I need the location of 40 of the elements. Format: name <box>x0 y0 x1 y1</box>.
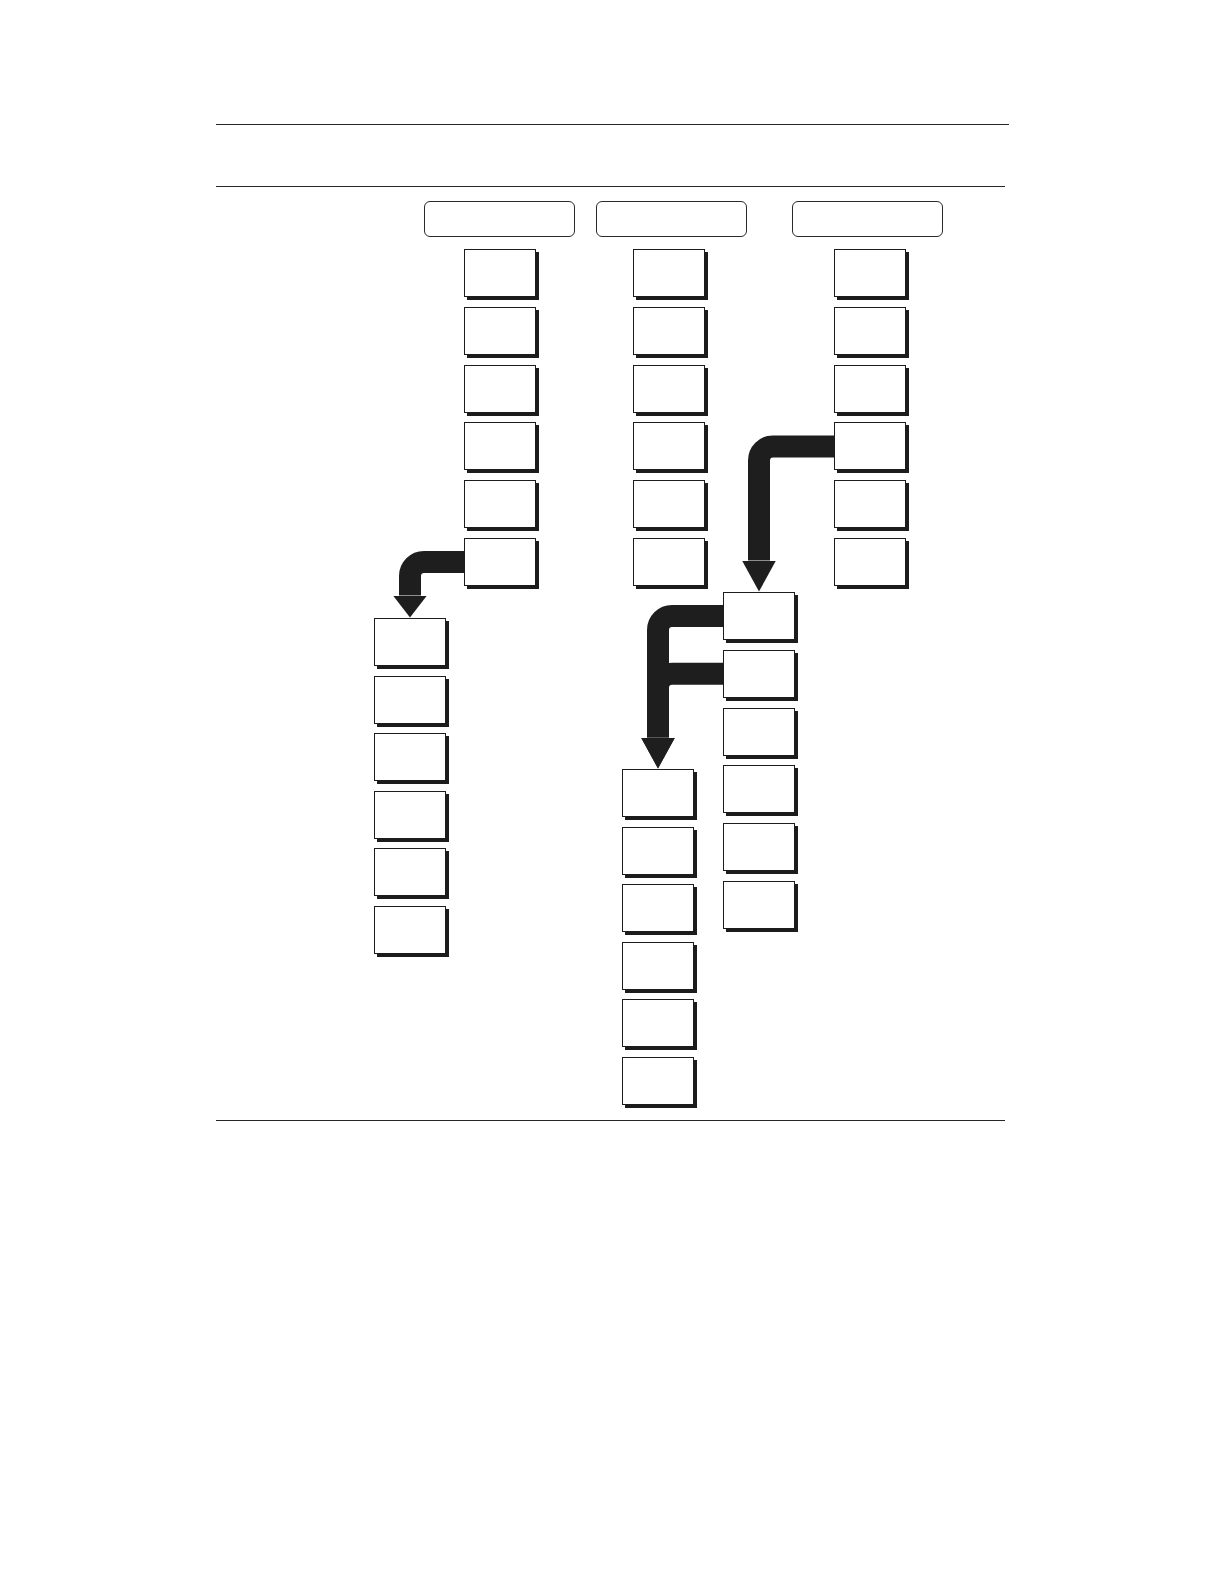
empty-key-box <box>622 769 694 817</box>
empty-key-box <box>834 364 906 413</box>
empty-key-box <box>633 480 705 529</box>
empty-key-box <box>633 538 705 586</box>
empty-key-box <box>633 249 705 297</box>
empty-key-box <box>834 480 906 529</box>
empty-key-box <box>374 618 446 666</box>
empty-key-box <box>633 306 705 355</box>
empty-key-box <box>464 538 536 586</box>
empty-key-box <box>633 364 705 413</box>
empty-key-box <box>464 480 536 529</box>
empty-key-box <box>464 364 536 413</box>
empty-key-box <box>723 765 795 814</box>
empty-key-box <box>723 823 795 872</box>
empty-key-box <box>374 906 446 954</box>
empty-key-box <box>834 249 906 297</box>
empty-key-box <box>834 306 906 355</box>
empty-key-box <box>464 422 536 471</box>
empty-key-box <box>374 848 446 897</box>
empty-key-box <box>622 826 694 875</box>
empty-key-box <box>622 999 694 1048</box>
empty-key-box <box>622 941 694 990</box>
empty-rounded-box <box>792 201 943 237</box>
empty-key-box <box>374 675 446 724</box>
empty-key-box <box>723 649 795 698</box>
empty-key-box <box>622 884 694 933</box>
empty-key-box <box>834 422 906 471</box>
empty-key-box <box>834 538 906 586</box>
bent-arrow <box>393 551 464 618</box>
empty-key-box <box>622 1057 694 1105</box>
empty-key-box <box>374 733 446 782</box>
empty-key-box <box>464 249 536 297</box>
empty-key-box <box>464 306 536 355</box>
empty-rounded-box <box>596 201 747 237</box>
empty-key-box <box>723 592 795 640</box>
empty-key-box <box>723 707 795 756</box>
empty-key-box <box>374 790 446 839</box>
empty-rounded-box <box>424 201 575 237</box>
empty-key-box <box>723 881 795 929</box>
empty-key-box <box>633 422 705 471</box>
